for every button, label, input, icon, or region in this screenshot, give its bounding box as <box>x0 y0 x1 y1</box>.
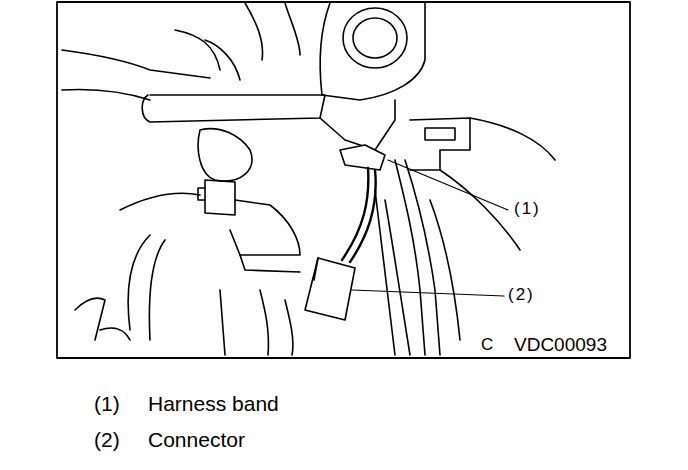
leader-line <box>352 290 504 296</box>
leader-lines <box>352 160 508 296</box>
figure-code: VDC00093 <box>514 335 607 356</box>
legend-number: (2) <box>94 428 120 451</box>
callout-number: (1) <box>514 200 541 219</box>
part-name: Connector <box>148 428 245 451</box>
legend-number: (1) <box>94 392 120 415</box>
engine-parts <box>62 3 555 355</box>
part-name: Harness band <box>148 392 279 415</box>
callout-number: (2) <box>508 286 535 305</box>
frame <box>57 2 630 358</box>
leader-line <box>388 160 508 210</box>
symbol-mark: C <box>481 336 493 355</box>
